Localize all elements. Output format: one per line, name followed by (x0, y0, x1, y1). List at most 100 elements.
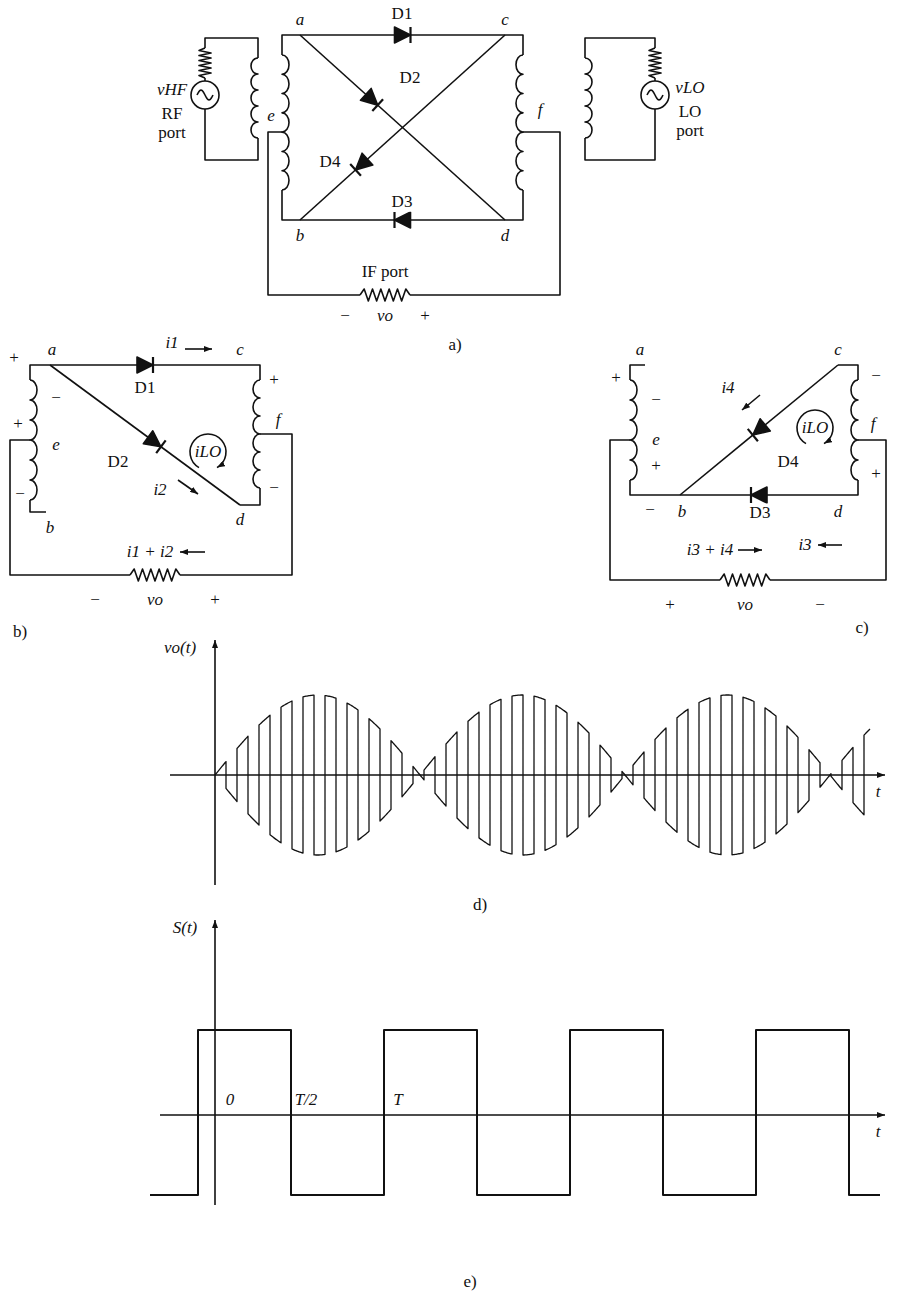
node-label: d (235, 511, 246, 530)
axis-label: T/2 (294, 1091, 319, 1110)
diode-label: D3 (749, 504, 772, 523)
node-label: d (833, 503, 844, 522)
diode-symbol (152, 357, 154, 373)
signal-label: i2 (152, 481, 167, 500)
node-label: e (266, 107, 276, 126)
axis (214, 920, 216, 1205)
node-label: b (677, 503, 688, 522)
polarity-sign: + (209, 591, 221, 610)
current-arrow (818, 544, 842, 546)
wire (205, 109, 258, 160)
panel-label: e) (462, 1273, 477, 1292)
polarity-sign: + (610, 369, 622, 388)
polarity-sign: + (664, 596, 676, 615)
output-waveform (215, 695, 870, 855)
diode-label: D4 (777, 453, 800, 472)
wire (505, 35, 523, 55)
node-label: c (833, 341, 843, 360)
ac-source-symbol (197, 90, 213, 100)
wire (180, 434, 292, 575)
diode-symbol (360, 88, 377, 105)
polarity-sign: − (14, 485, 26, 504)
port-label: LO port (671, 103, 709, 140)
wire (300, 35, 505, 220)
axis (160, 1114, 885, 1116)
diode-symbol (393, 212, 395, 228)
panel-label: b) (12, 623, 28, 642)
signal-label: i1 + i2 (126, 543, 174, 562)
signal-label: vo (376, 307, 394, 326)
wire (630, 365, 645, 380)
diode-symbol (753, 419, 770, 435)
diode-label: D2 (107, 453, 130, 472)
current-arrow (178, 480, 198, 494)
wire (290, 1109, 292, 1121)
diode-label: D1 (391, 5, 414, 24)
port-label: IF port (361, 263, 410, 282)
ac-source-symbol (647, 90, 663, 100)
signal-label: vHF (156, 81, 188, 100)
diode-symbol (395, 212, 411, 228)
diode-symbol (156, 440, 165, 453)
diode-symbol (143, 431, 161, 447)
current-arrow (742, 395, 760, 410)
wire (680, 365, 838, 495)
axis (170, 774, 885, 776)
axis-label: t (875, 1123, 882, 1142)
wire (505, 190, 523, 220)
node-label: c (235, 341, 245, 360)
wire (240, 488, 260, 505)
resistor-symbol (130, 569, 180, 581)
resistor-symbol (360, 289, 410, 301)
circuit-strokes (10, 27, 886, 1205)
node-label: b (295, 227, 306, 246)
signal-label: i3 + i4 (686, 541, 734, 560)
signal-label: vLO (674, 79, 705, 98)
node-label: a (635, 341, 646, 360)
wire (410, 132, 560, 295)
polarity-sign: − (268, 479, 280, 498)
wire (770, 440, 886, 580)
wire (205, 38, 258, 58)
transformer-coil (630, 380, 637, 480)
ac-source-symbol (641, 81, 669, 109)
transformer-coil (585, 58, 592, 138)
polarity-sign: − (89, 591, 101, 610)
wire (838, 365, 858, 380)
polarity-sign: + (268, 371, 280, 390)
axis-label: S(t) (172, 919, 199, 938)
transformer-coil (516, 55, 523, 190)
panel-label: a) (447, 336, 462, 355)
diode-symbol (751, 487, 767, 503)
wire (300, 35, 505, 220)
polarity-sign: − (644, 501, 656, 520)
wire (585, 38, 655, 58)
wire (282, 190, 300, 220)
axis-label: vo(t) (163, 639, 197, 658)
panel-label: d) (472, 896, 488, 915)
signal-label: iLO (801, 419, 829, 438)
polarity-sign: + (650, 457, 662, 476)
resistor-symbol (199, 48, 211, 78)
node-label: e (651, 431, 661, 450)
diode-label: D3 (391, 193, 414, 212)
transformer-coil (282, 55, 289, 190)
node-label: a (295, 11, 306, 30)
polarity-sign: − (650, 391, 662, 410)
node-label: a (47, 341, 58, 360)
port-label: RF port (153, 105, 191, 142)
diode-label: D1 (134, 379, 157, 398)
transformer-coil (253, 380, 260, 488)
node-label: b (45, 519, 56, 538)
loop-current-arrow (797, 410, 833, 444)
transformer-coil (30, 380, 37, 500)
diode-symbol (750, 487, 752, 503)
polarity-sign: − (870, 367, 882, 386)
polarity-sign: + (419, 307, 431, 326)
wire (585, 109, 655, 160)
ac-source-symbol (191, 81, 219, 109)
transformer-coil (251, 58, 258, 138)
transformer-coil (851, 380, 858, 480)
polarity-sign: − (339, 307, 351, 326)
